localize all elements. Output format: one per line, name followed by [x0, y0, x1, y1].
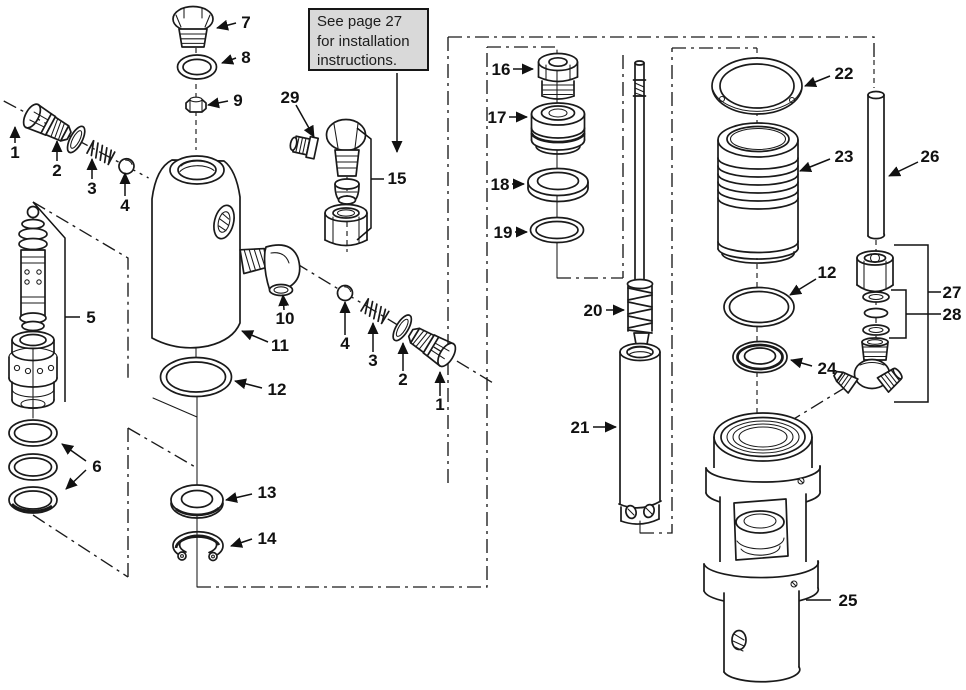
part-25-pump-housing: [703, 412, 821, 683]
callout-14: 14: [258, 529, 277, 548]
callout-19: 19: [494, 223, 513, 242]
part-3b-spring: [360, 298, 390, 325]
part-20-spring: [626, 278, 654, 352]
callout-13: 13: [258, 483, 277, 502]
callout-26: 26: [921, 147, 940, 166]
callout-3a: 3: [87, 179, 96, 198]
part-4b-ball: [333, 281, 357, 305]
part-8-oring: [176, 54, 218, 80]
callout-10: 10: [276, 309, 295, 328]
note-box: See page 27 for installation instruction…: [308, 8, 429, 71]
note-line-3: instructions.: [317, 52, 398, 69]
callout-7: 7: [241, 13, 250, 32]
part-6-orings: [8, 419, 58, 514]
tube-nut: [856, 250, 894, 293]
callout-1b: 1: [435, 395, 444, 414]
callout-5: 5: [86, 308, 95, 327]
piston-rod: [632, 60, 647, 283]
callout-15: 15: [388, 169, 407, 188]
callout-arrows: [9, 19, 919, 601]
part-15-elbow-assembly: [289, 118, 368, 247]
note-line-1: See page 27: [317, 13, 403, 30]
callout-1a: 1: [10, 143, 19, 162]
callout-22: 22: [835, 64, 854, 83]
part-3-spring: [86, 139, 116, 166]
part-1b-plug: [403, 321, 460, 371]
callout-6: 6: [92, 457, 101, 476]
callout-8: 8: [241, 48, 250, 67]
callout-labels: 1 2 3 4 5 6 7 8 9 10 11 12 13 14 15 16 1…: [10, 13, 961, 610]
callout-3b: 3: [368, 351, 377, 370]
callout-21: 21: [571, 418, 590, 437]
callout-2b: 2: [398, 370, 407, 389]
part-10-elbow-fitting: [239, 244, 301, 297]
part-19-oring: [529, 216, 585, 244]
part-11-pump-body: [151, 155, 241, 349]
callout-18: 18: [491, 175, 510, 194]
callout-11: 11: [271, 336, 289, 355]
callout-25: 25: [839, 591, 858, 610]
part-series-center: [295, 262, 493, 383]
part-28-washers: [862, 291, 890, 336]
callout-16: 16: [492, 60, 511, 79]
callout-24: 24: [818, 359, 837, 378]
tee-fitting: [833, 337, 903, 394]
bracket-15: [356, 127, 384, 241]
part-16-packing-nut: [537, 52, 579, 100]
boundary-lines: [32, 36, 875, 588]
bracket-28: [889, 289, 941, 339]
callout-27: 27: [943, 283, 962, 302]
part-17-packing-stack: [530, 102, 586, 155]
part-26-siphon-tube: [867, 90, 886, 240]
part-12a-oring: [159, 356, 233, 398]
part-22-retaining-ring: [711, 57, 803, 115]
callout-12a: 12: [268, 380, 287, 399]
callout-9: 9: [233, 91, 242, 110]
callout-28: 28: [943, 305, 962, 324]
part-13-washer: [170, 484, 224, 519]
callout-29: 29: [281, 88, 300, 107]
callout-23: 23: [835, 147, 854, 166]
part-4-ball: [115, 155, 138, 178]
part-9-nut: [185, 96, 207, 113]
part-18-gland-ring: [527, 167, 589, 203]
part-23-packing-housing: [717, 122, 799, 264]
callout-4a: 4: [120, 196, 130, 215]
part-14-retaining-ring: [172, 530, 224, 562]
callout-4b: 4: [340, 334, 350, 353]
part-series-upper-left: [3, 100, 149, 179]
part-21-displacement-cylinder: [618, 342, 662, 525]
callout-20: 20: [584, 301, 603, 320]
part-7-cap-plug: [172, 5, 214, 48]
callout-17: 17: [488, 108, 507, 127]
part-24-seat-ring: [732, 340, 788, 374]
part-1-plug: [19, 100, 77, 149]
bracket-5: [32, 201, 80, 402]
bracket-27: [894, 244, 941, 403]
part-12b-oring: [723, 286, 795, 328]
part-5-valve-assembly: [8, 205, 58, 410]
note-line-2: for installation: [317, 32, 410, 50]
callout-2a: 2: [52, 161, 61, 180]
callout-12b: 12: [818, 263, 837, 282]
